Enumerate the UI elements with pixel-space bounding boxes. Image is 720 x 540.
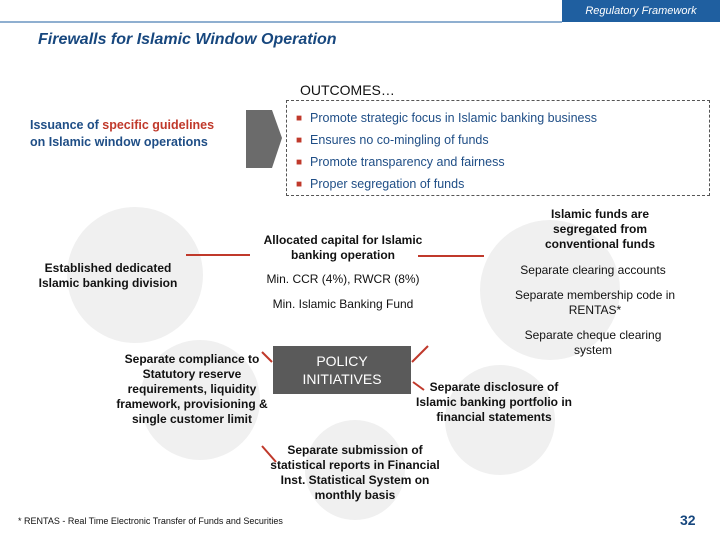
connector-cheque <box>411 345 429 363</box>
node-cheque-clearing: Separate cheque clearing system <box>524 328 662 357</box>
outcomes-title: OUTCOMES… <box>300 82 395 98</box>
gear-shape-bottom-right <box>445 365 555 475</box>
outcome-item: ■ Ensures no co-mingling of funds <box>296 133 489 147</box>
gear-shape-right <box>480 220 620 360</box>
page-number: 32 <box>680 512 696 528</box>
outcome-text: Proper segregation of funds <box>310 177 465 191</box>
outcome-item: ■ Promote transparency and fairness <box>296 155 505 169</box>
footnote: * RENTAS - Real Time Electronic Transfer… <box>18 516 283 526</box>
arrow-shape <box>246 110 282 168</box>
outcome-text: Promote strategic focus in Islamic banki… <box>310 111 597 125</box>
policy-initiatives-box: POLICY INITIATIVES <box>273 346 411 394</box>
gear-shape-bottom-left <box>140 340 260 460</box>
policy-line2: INITIATIVES <box>302 371 382 387</box>
outcomes-box <box>286 100 710 196</box>
bullet-icon: ■ <box>296 113 303 124</box>
gear-shape-left <box>67 207 203 343</box>
node-allocated-capital: Allocated capital for Islamic banking op… <box>263 233 423 262</box>
connector-disclosure <box>412 381 425 391</box>
issuance-text: Issuance of specific guidelines on Islam… <box>30 117 260 151</box>
node-compliance: Separate compliance to Statutory reserve… <box>116 352 268 426</box>
issuance-suffix: on Islamic window operations <box>30 135 208 149</box>
connector-submission <box>261 445 277 463</box>
node-funds-segregated: Islamic funds are segregated from conven… <box>544 207 655 251</box>
connector-lines <box>186 254 484 463</box>
page-title: Firewalls for Islamic Window Operation <box>38 31 337 48</box>
connector-compliance <box>261 351 273 363</box>
node-min-fund: Min. Islamic Banking Fund <box>272 297 414 311</box>
node-membership-code: Separate membership code in RENTAS* <box>514 288 676 317</box>
bullet-icon: ■ <box>296 157 303 168</box>
node-submission: Separate submission of statistical repor… <box>270 443 440 502</box>
outcome-text: Ensures no co-mingling of funds <box>310 133 489 147</box>
gear-shape-bottom <box>305 420 405 520</box>
node-clearing-accounts: Separate clearing accounts <box>520 263 666 277</box>
node-min-ccr: Min. CCR (4%), RWCR (8%) <box>266 272 420 286</box>
issuance-prefix: Issuance of <box>30 118 103 132</box>
node-dedicated-division: Established dedicated Islamic banking di… <box>38 261 178 290</box>
gear-decorations <box>67 207 620 520</box>
bullet-icon: ■ <box>296 179 303 190</box>
outcome-text: Promote transparency and fairness <box>310 155 505 169</box>
outcome-item: ■ Proper segregation of funds <box>296 177 464 191</box>
issuance-highlight: specific guidelines <box>102 118 215 132</box>
bullet-icon: ■ <box>296 135 303 146</box>
policy-line1: POLICY <box>316 353 368 369</box>
section-badge: Regulatory Framework <box>562 0 720 22</box>
node-disclosure: Separate disclosure of Islamic banking p… <box>415 380 572 424</box>
outcome-item: ■ Promote strategic focus in Islamic bank… <box>296 111 597 125</box>
